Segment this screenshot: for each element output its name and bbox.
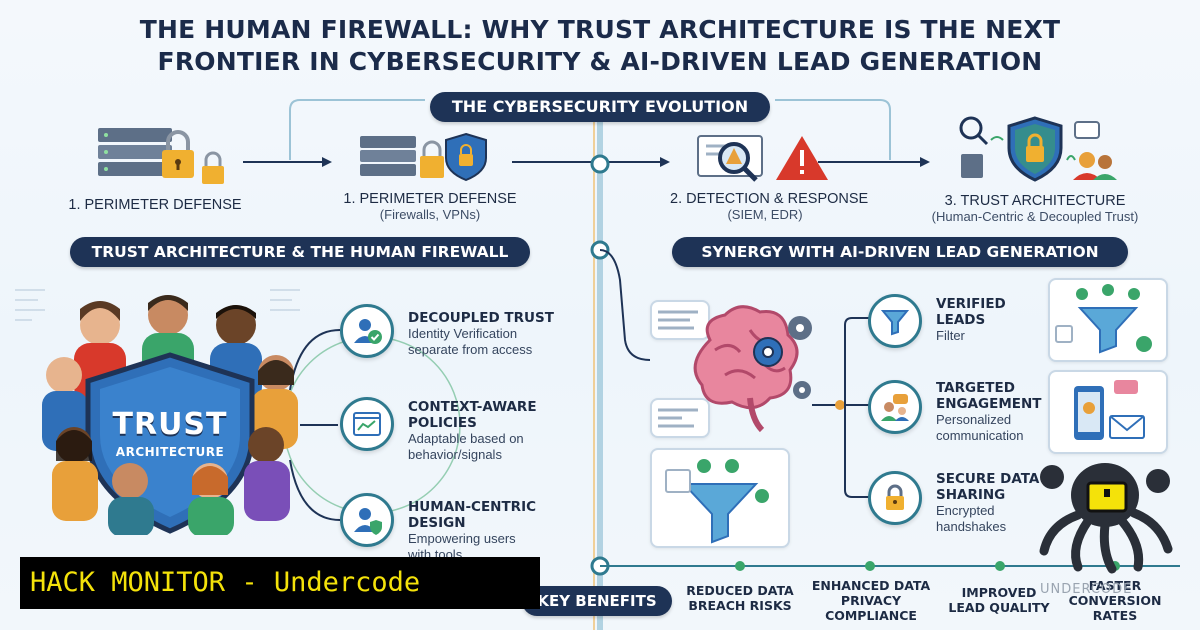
feature-desc-line-1: Empowering users bbox=[408, 531, 516, 546]
user-shield-icon bbox=[340, 493, 394, 547]
benefit-line-2: BREACH RISKS bbox=[688, 598, 792, 613]
benefit-2: ENHANCED DATA PRIVACY COMPLIANCE bbox=[806, 578, 936, 623]
feature-desc-line-1: Identity Verification bbox=[408, 326, 518, 341]
phone-mail-icon bbox=[1074, 380, 1145, 440]
server-shield-icon bbox=[360, 132, 487, 182]
shield-text-trust: TRUST bbox=[112, 407, 228, 442]
octopus-logo bbox=[1039, 463, 1173, 574]
feature-title-line-2: ENGAGEMENT bbox=[936, 396, 1042, 412]
right-feature-2: TARGETED ENGAGEMENT Personalized communi… bbox=[868, 376, 1048, 448]
verified-leads-card bbox=[1048, 278, 1168, 362]
feature-title-line-1: HUMAN-CENTRIC bbox=[408, 499, 537, 515]
feature-desc-line-1: Filter bbox=[936, 328, 965, 343]
stage-1-name: 1. PERIMETER DEFENSE bbox=[68, 197, 242, 213]
benefit-line-1: IMPROVED bbox=[961, 585, 1037, 600]
feature-title-line-2: LEADS bbox=[936, 312, 986, 328]
feature-title-line-1: CONTEXT-AWARE bbox=[408, 399, 537, 415]
dashboard-card-top bbox=[650, 300, 710, 340]
stage-4-sub: (Human-Centric & Decoupled Trust) bbox=[931, 209, 1139, 224]
server-lock-icon bbox=[98, 128, 224, 184]
stage-1: 1. PERIMETER DEFENSE bbox=[60, 120, 250, 213]
benefit-1: REDUCED DATA BREACH RISKS bbox=[680, 583, 800, 613]
key-benefits-heading: KEY BENEFITS bbox=[522, 586, 672, 616]
funnel-card bbox=[650, 448, 790, 548]
right-feature-1: VERIFIED LEADS Filter bbox=[868, 290, 1048, 360]
feature-desc-line-1: Encrypted bbox=[936, 503, 995, 518]
feature-desc-line-2: behavior/signals bbox=[408, 447, 502, 462]
padlock-icon bbox=[868, 471, 922, 525]
feature-title-line-2: SHARING bbox=[936, 487, 1006, 503]
left-feature-3: HUMAN-CENTRIC DESIGN Empowering users wi… bbox=[340, 493, 585, 562]
title-line-1: THE HUMAN FIREWALL: WHY TRUST ARCHITECTU… bbox=[139, 15, 1061, 44]
left-section-heading: TRUST ARCHITECTURE & THE HUMAN FIREWALL bbox=[70, 237, 530, 267]
feature-desc-line-1: Adaptable based on bbox=[408, 431, 524, 446]
benefit-3: IMPROVED LEAD QUALITY bbox=[944, 585, 1054, 615]
feature-desc-line-2: communication bbox=[936, 428, 1024, 443]
chart-window-icon bbox=[340, 397, 394, 451]
ai-brain-icon bbox=[693, 305, 812, 433]
left-feature-1: DECOUPLED TRUST Identity Verification se… bbox=[340, 304, 585, 364]
feature-title-line-2: POLICIES bbox=[408, 415, 477, 431]
benefit-line-2: CONVERSION bbox=[1068, 593, 1162, 608]
evolution-heading: THE CYBERSECURITY EVOLUTION bbox=[430, 92, 770, 122]
undercode-watermark: UNDERCODE bbox=[1040, 582, 1133, 597]
stage-3-sub: (SIEM, EDR) bbox=[727, 207, 803, 222]
alert-magnifier-icon bbox=[697, 135, 828, 182]
benefit-line-2: PRIVACY bbox=[840, 593, 902, 608]
benefit-line-3: RATES bbox=[1092, 608, 1138, 623]
benefit-line-2: LEAD QUALITY bbox=[948, 600, 1050, 615]
feature-title-line-1: VERIFIED bbox=[936, 296, 1006, 312]
stage-4: 3. TRUST ARCHITECTURE (Human-Centric & D… bbox=[905, 112, 1165, 224]
right-feature-3: SECURE DATA SHARING Encrypted handshakes bbox=[868, 467, 1048, 539]
dashboard-card-bottom bbox=[650, 398, 710, 438]
funnel-check-icon bbox=[1055, 284, 1152, 354]
benefit-line-3: COMPLIANCE bbox=[825, 608, 917, 623]
people-group-illustration bbox=[42, 295, 298, 535]
feature-desc-line-2: separate from access bbox=[408, 342, 533, 357]
hack-monitor-banner: HACK MONITOR - Undercode bbox=[20, 557, 540, 609]
benefit-line-1: ENHANCED DATA bbox=[811, 578, 931, 593]
stage-4-name: 3. TRUST ARCHITECTURE bbox=[944, 193, 1126, 209]
title-line-2: FRONTIER IN CYBERSECURITY & AI-DRIVEN LE… bbox=[157, 47, 1043, 76]
feature-title-line-2: DESIGN bbox=[408, 515, 466, 531]
shield-text-architecture: ARCHITECTURE bbox=[115, 445, 225, 459]
feature-title-line-1: TARGETED bbox=[936, 380, 1015, 396]
benefit-4: FASTER CONVERSION RATES bbox=[1060, 578, 1170, 623]
funnel-check-icon bbox=[665, 459, 769, 544]
engagement-card bbox=[1048, 370, 1168, 454]
stage-3: 2. DETECTION & RESPONSE (SIEM, EDR) bbox=[670, 128, 869, 222]
stage-2: 1. PERIMETER DEFENSE (Firewalls, VPNs) bbox=[330, 128, 530, 222]
user-check-icon bbox=[340, 304, 394, 358]
stage-3-name: 2. DETECTION & RESPONSE bbox=[670, 191, 869, 207]
shield-people-icon bbox=[959, 116, 1117, 182]
benefit-line-1: REDUCED DATA bbox=[686, 583, 794, 598]
chat-people-icon bbox=[868, 380, 922, 434]
stage-2-name: 1. PERIMETER DEFENSE bbox=[343, 191, 517, 207]
right-section-heading: SYNERGY WITH AI-DRIVEN LEAD GENERATION bbox=[672, 237, 1128, 267]
stage-2-sub: (Firewalls, VPNs) bbox=[379, 207, 481, 222]
page-title: THE HUMAN FIREWALL: WHY TRUST ARCHITECTU… bbox=[0, 14, 1200, 78]
trust-shield-illustration: TRUST ARCHITECTURE bbox=[40, 285, 300, 535]
feature-title-line-1: SECURE DATA bbox=[936, 471, 1040, 487]
feature-desc-line-2: handshakes bbox=[936, 519, 1007, 534]
feature-title: DECOUPLED TRUST bbox=[408, 310, 554, 326]
left-feature-2: CONTEXT-AWARE POLICIES Adaptable based o… bbox=[340, 397, 585, 467]
feature-desc-line-1: Personalized bbox=[936, 412, 1012, 427]
benefit-line-1: FASTER bbox=[1088, 578, 1142, 593]
funnel-icon bbox=[868, 294, 922, 348]
